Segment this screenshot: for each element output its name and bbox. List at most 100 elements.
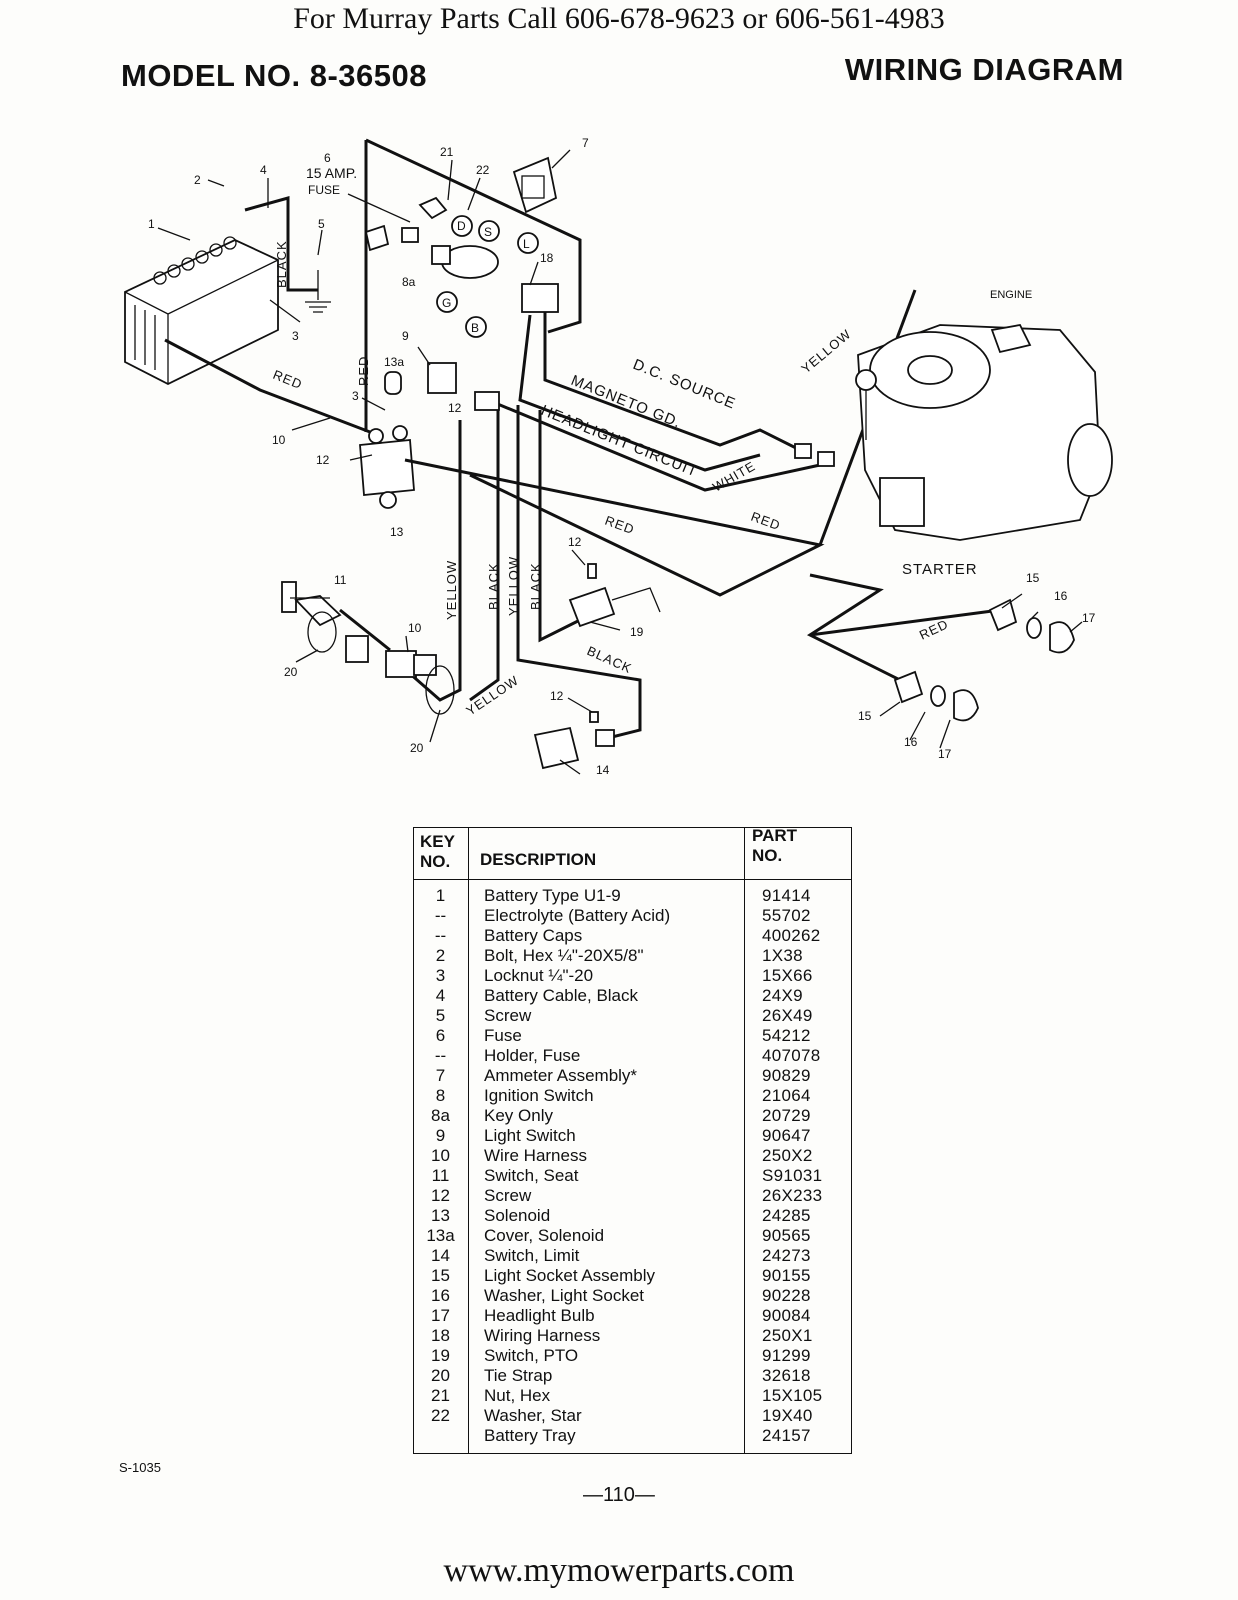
callout-leaders (157, 149, 1083, 775)
key-cell: 13 (431, 1206, 450, 1225)
part-cell: 24157 (762, 1426, 811, 1445)
key-cell: 7 (435, 1066, 446, 1085)
description-cell: Locknut ¼"-20 (484, 966, 594, 985)
part-cell: 15X66 (762, 966, 813, 985)
description-cell: Cover, Solenoid (484, 1226, 605, 1245)
callout-17-right: 17 (1082, 611, 1096, 625)
part-cell: 407078 (762, 1046, 821, 1065)
key-cell: 19 (431, 1346, 450, 1365)
callout-13a: 13a (384, 355, 404, 369)
description-cell: Ignition Switch (484, 1086, 594, 1105)
wiring-diagram: D S L G B (124, 136, 1113, 777)
key-cell: 15 (431, 1266, 450, 1285)
right-light-assembly (988, 598, 1075, 654)
description-cell: Switch, Seat (484, 1166, 579, 1185)
callout-20-harness: 20 (410, 741, 424, 755)
terminal-s: S (484, 225, 492, 239)
callout-8a: 8a (402, 275, 416, 289)
table-row: 14 Switch, Limit 24273 (414, 1246, 853, 1266)
dash-panel-wire (364, 138, 582, 432)
callout-2: 2 (194, 173, 201, 187)
terminal-g: G (442, 296, 451, 310)
wire-label-red-vertical: RED (356, 356, 371, 386)
yellow-seat-wire (399, 420, 462, 702)
seat-switch-wire (339, 608, 391, 652)
model-number-heading: MODEL NO. 8-36508 (121, 58, 427, 93)
part-cell: 250X1 (762, 1326, 813, 1345)
part-cell: 90228 (762, 1286, 811, 1305)
callout-14: 14 (596, 763, 610, 777)
key-cell: -- (434, 906, 447, 925)
part-cell: 250X2 (762, 1146, 813, 1165)
description-cell: Electrolyte (Battery Acid) (484, 906, 671, 925)
wire-label-red-mid: RED (603, 513, 637, 538)
key-cell: 21 (431, 1386, 450, 1405)
wire-label-yellow-v2: YELLOW (506, 556, 521, 616)
description-cell: Switch, Limit (484, 1246, 580, 1265)
header-key-line2: NO. (420, 852, 451, 871)
column-divider-part (744, 828, 745, 1453)
part-cell: 19X40 (762, 1406, 813, 1425)
callout-11: 11 (334, 573, 347, 587)
description-cell: Washer, Light Socket (484, 1286, 645, 1305)
form-code: S-1035 (119, 1460, 161, 1475)
callout-20-seat: 20 (284, 665, 298, 679)
description-cell: Wire Harness (484, 1146, 587, 1165)
footer-url[interactable]: www.mymowerparts.com (443, 1552, 795, 1589)
key-cell: 9 (435, 1126, 446, 1145)
wire-harness-plug (307, 611, 455, 715)
wire-label-black-v2: BLACK (528, 562, 543, 610)
part-cell: S91031 (762, 1166, 823, 1185)
key-cell: 3 (435, 966, 446, 985)
parts-phone-banner: For Murray Parts Call 606-678-9623 or 60… (293, 2, 945, 35)
terminal-l: L (523, 237, 530, 251)
callout-12: 12 (316, 453, 330, 467)
description-cell: Battery Tray (484, 1426, 576, 1445)
solenoid-cover (384, 371, 402, 395)
wire-label-yellow-bottom: YELLOW (463, 672, 521, 718)
callout-7: 7 (582, 136, 589, 150)
engine-label: ENGINE (990, 289, 1032, 301)
callout-6: 6 (324, 151, 331, 165)
part-cell: 55702 (762, 906, 811, 925)
callout-12-limit: 12 (550, 689, 564, 703)
header-description: DESCRIPTION (480, 850, 597, 869)
callout-12-lightswitch: 12 (448, 401, 462, 415)
header-key-line1: KEY (420, 832, 455, 851)
fuse-holder (364, 224, 419, 252)
key-cell: 14 (431, 1246, 450, 1265)
description-cell: Ammeter Assembly* (484, 1066, 638, 1085)
pto-switch (568, 563, 661, 628)
part-cell: 26X49 (762, 1006, 813, 1025)
part-cell: 20729 (762, 1106, 811, 1125)
description-cell: Battery Caps (484, 926, 583, 945)
part-cell: 26X233 (762, 1186, 823, 1205)
description-cell: Nut, Hex (484, 1386, 551, 1405)
callout-16-right: 16 (1054, 589, 1068, 603)
callout-4: 4 (260, 163, 267, 177)
part-cell: 24273 (762, 1246, 811, 1265)
part-cell: 400262 (762, 926, 821, 945)
part-cell: 24285 (762, 1206, 811, 1225)
wiring-harness-connector (521, 283, 559, 313)
fuse-rating: 15 AMP. (306, 165, 357, 181)
ground-symbol (305, 270, 331, 313)
description-cell: Headlight Bulb (484, 1306, 595, 1325)
magneto-ground-wire (518, 314, 761, 472)
table-row: Battery Tray 24157 (414, 1426, 853, 1446)
key-cell: 4 (435, 986, 446, 1005)
wire-label-red-battery: RED (271, 367, 305, 392)
key-cell: -- (434, 1046, 447, 1065)
table-row: -- Battery Caps 400262 (414, 926, 853, 946)
part-cell: 90647 (762, 1126, 811, 1145)
header-divider (414, 879, 851, 880)
key-cell: -- (434, 926, 447, 945)
